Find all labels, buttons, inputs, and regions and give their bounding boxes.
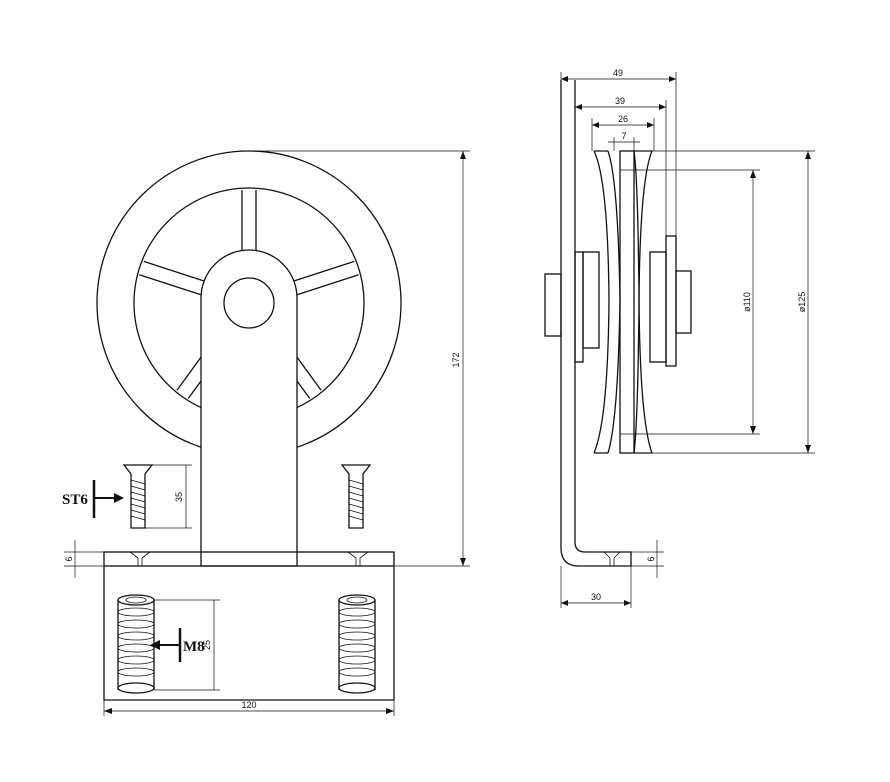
dim-label-30: 30 bbox=[591, 592, 601, 602]
washer-right bbox=[665, 235, 677, 367]
dim-172: 172 bbox=[249, 150, 470, 567]
washer-left bbox=[574, 251, 584, 363]
wheel-flange-left-inner bbox=[607, 150, 621, 454]
dim-6-front: 6 bbox=[64, 540, 104, 578]
countersink-right bbox=[347, 551, 369, 566]
dim-label-plate: 6 bbox=[64, 556, 74, 561]
dim-label-125: ø125 bbox=[797, 292, 807, 313]
dim-label-110: ø110 bbox=[742, 292, 752, 312]
dim-7: 7 bbox=[608, 131, 640, 151]
dim-label-insert: 25 bbox=[202, 640, 212, 650]
dim-35: 35 bbox=[145, 464, 192, 529]
wheel-flange-right-inner bbox=[633, 150, 640, 454]
side-view: 49 39 26 7 bbox=[544, 68, 815, 608]
dim-label-49: 49 bbox=[613, 68, 623, 78]
dim-label-screw: 35 bbox=[174, 492, 184, 502]
insert-right bbox=[338, 594, 376, 694]
l-bracket bbox=[560, 80, 632, 567]
axle-circle bbox=[223, 277, 275, 329]
dim-30: 30 bbox=[560, 566, 632, 608]
dim-125: ø125 bbox=[652, 150, 815, 454]
dim-label-26: 26 bbox=[618, 114, 628, 124]
dim-25: 25 bbox=[154, 599, 220, 691]
dim-26: 26 bbox=[591, 114, 655, 151]
callout-st6: ST6 bbox=[62, 480, 124, 518]
dim-39: 39 bbox=[574, 96, 667, 252]
dim-49: 49 bbox=[560, 68, 677, 236]
callout-insert-label: M8 bbox=[183, 639, 205, 655]
callout-m8: M8 bbox=[150, 628, 205, 662]
dim-label-width: 120 bbox=[241, 700, 256, 710]
dim-label-39: 39 bbox=[615, 96, 625, 106]
front-view: 172 35 6 25 120 bbox=[62, 150, 470, 716]
dim-120: 120 bbox=[103, 700, 395, 716]
screw-right bbox=[340, 464, 372, 529]
dim-6-side: 6 bbox=[631, 540, 664, 578]
bracket-arm bbox=[200, 249, 298, 567]
callout-screw-label: ST6 bbox=[62, 492, 88, 508]
dim-label-7: 7 bbox=[621, 131, 626, 141]
countersink-left bbox=[129, 551, 151, 566]
wheel-center bbox=[619, 150, 635, 454]
base-outline bbox=[103, 566, 395, 701]
wheel-flange-right bbox=[638, 150, 653, 454]
insert-left bbox=[117, 594, 155, 694]
screw-left bbox=[122, 464, 154, 529]
dim-label-6-side: 6 bbox=[646, 556, 656, 561]
dim-110: ø110 bbox=[620, 169, 760, 435]
bearing-right bbox=[649, 251, 667, 363]
base-plate bbox=[103, 551, 395, 567]
wheel-flange-left bbox=[593, 150, 610, 454]
axle-nut-left bbox=[544, 273, 562, 337]
bearing-left bbox=[582, 251, 600, 349]
axle-nut-right bbox=[675, 270, 692, 334]
dim-label-height: 172 bbox=[451, 352, 461, 367]
